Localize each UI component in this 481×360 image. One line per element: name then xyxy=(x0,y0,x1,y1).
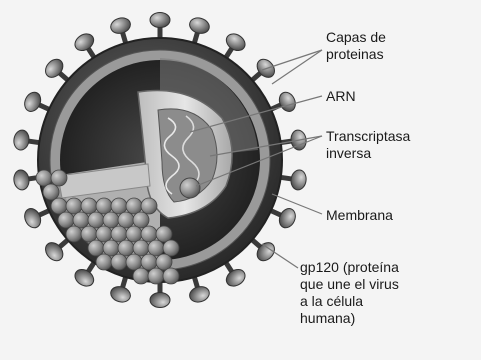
protein-bump xyxy=(126,254,142,270)
protein-bump xyxy=(81,198,97,214)
protein-bump xyxy=(141,226,157,242)
protein-bump xyxy=(118,212,134,228)
protein-bump xyxy=(51,170,67,186)
spike-knob xyxy=(109,284,132,304)
spike-knob xyxy=(223,266,248,289)
protein-bump xyxy=(96,198,112,214)
protein-bump xyxy=(148,240,164,256)
leader-capas-1 xyxy=(262,50,322,70)
protein-bump xyxy=(43,184,59,200)
spike-knob xyxy=(109,16,132,36)
spike-knob xyxy=(22,90,44,114)
reverse-transcriptase xyxy=(180,178,200,198)
protein-bump xyxy=(81,226,97,242)
protein-bump xyxy=(73,212,89,228)
protein-bump xyxy=(141,198,157,214)
protein-bump xyxy=(111,198,127,214)
protein-bump xyxy=(163,268,179,284)
protein-bump xyxy=(88,240,104,256)
protein-bump xyxy=(96,226,112,242)
spike-knob xyxy=(13,169,31,191)
label-rna: ARN xyxy=(326,88,356,105)
spike-knob xyxy=(150,293,170,308)
protein-bump xyxy=(118,240,134,256)
protein-bump xyxy=(163,240,179,256)
spike-knob xyxy=(188,284,211,304)
label-reverse-transcriptase: Transcriptasa inversa xyxy=(326,128,410,162)
spike-knob xyxy=(290,169,308,191)
protein-bump xyxy=(66,198,82,214)
protein-bump xyxy=(51,198,67,214)
protein-bump xyxy=(111,226,127,242)
spike-knob xyxy=(72,31,97,54)
protein-bump xyxy=(141,254,157,270)
protein-bump xyxy=(66,226,82,242)
protein-bump xyxy=(126,226,142,242)
label-gp120: gp120 (proteína que une el virus a la cé… xyxy=(300,259,399,327)
protein-bump xyxy=(148,268,164,284)
protein-bump xyxy=(133,268,149,284)
protein-bump xyxy=(58,212,74,228)
protein-bump xyxy=(103,212,119,228)
protein-bump xyxy=(156,226,172,242)
leader-membrana xyxy=(272,194,322,214)
spike-knob xyxy=(150,13,170,28)
label-protein-layers: Capas de proteinas xyxy=(326,29,386,63)
label-membrane: Membrana xyxy=(326,207,393,224)
protein-bump xyxy=(156,254,172,270)
spike-knob xyxy=(276,206,298,230)
protein-bump xyxy=(133,240,149,256)
protein-bump xyxy=(36,170,52,186)
protein-bump xyxy=(133,212,149,228)
protein-bump xyxy=(103,240,119,256)
leader-capas-2 xyxy=(272,50,322,84)
spike-knob xyxy=(223,31,248,54)
protein-bump xyxy=(126,198,142,214)
protein-bump xyxy=(88,212,104,228)
protein-bump xyxy=(111,254,127,270)
spike-knob xyxy=(188,16,211,36)
protein-bump xyxy=(96,254,112,270)
spike-knob xyxy=(13,129,31,151)
spike-knob xyxy=(72,266,97,289)
spike-knob xyxy=(276,90,298,114)
spike-knob xyxy=(22,206,44,230)
